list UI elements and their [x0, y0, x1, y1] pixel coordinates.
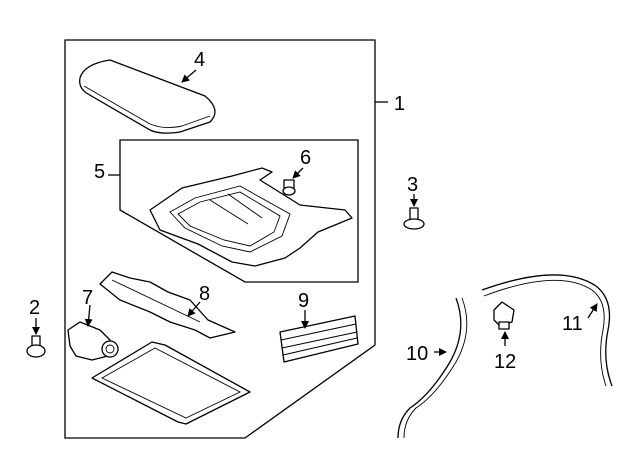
callout-10: 10: [406, 343, 428, 365]
callout-7: 7: [82, 287, 93, 309]
bolt-2: [26, 335, 46, 358]
callout-1: 1: [394, 93, 405, 115]
screw-6: [282, 179, 296, 196]
callout-4-arrow: [181, 69, 197, 83]
callout-8-arrow: [187, 301, 201, 317]
clip-12: [493, 301, 515, 330]
sunroof-frame-box: [119, 139, 359, 283]
clip-3: [403, 207, 425, 230]
hose-10: [397, 297, 462, 439]
callout-11: 11: [562, 313, 583, 335]
callout-9: 9: [298, 290, 309, 312]
callout-12: 12: [494, 351, 516, 373]
glass-panel: [79, 59, 216, 134]
strip-9: [279, 315, 359, 363]
hose-11: [481, 274, 613, 387]
callout-6-arrow: [292, 167, 304, 179]
sunshade-panel: [91, 341, 251, 425]
motor-7: [67, 321, 119, 361]
callout-4: 4: [194, 49, 205, 71]
deflector-8: [99, 271, 236, 339]
callout-3: 3: [407, 174, 418, 196]
callout-6: 6: [300, 147, 311, 169]
sunroof-frame: [149, 167, 353, 267]
callout-11-arrow: [587, 303, 598, 319]
callout-8: 8: [199, 283, 210, 305]
callout-7-arrow: [84, 304, 93, 327]
assembly-frame: [64, 39, 376, 439]
callout-5: 5: [94, 161, 105, 183]
callout-2: 2: [29, 297, 40, 319]
